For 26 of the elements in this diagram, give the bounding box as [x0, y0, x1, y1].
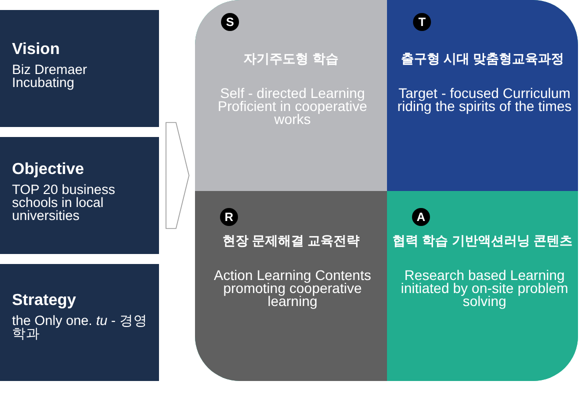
statement-box — [0, 264, 159, 381]
box-text: the Only one. tu - 경영학과 — [12, 314, 148, 340]
quadrant-text: Action Learning Contents promoting cooperative learning — [212, 269, 372, 308]
quadrant-heading: 협력 학습 기반액션러닝 콘텐츠 — [392, 233, 572, 249]
box-text: Biz Dremaer Incubating — [12, 63, 88, 89]
quadrant-heading: 자기주도형 학습 — [244, 51, 338, 67]
quadrant-card — [195, 0, 387, 191]
quadrant-panel — [195, 0, 578, 381]
box-text: TOP 20 business schools in local universities — [12, 183, 116, 222]
letter-badge: R — [220, 208, 238, 226]
box-heading: Objective — [12, 161, 84, 179]
statement-box — [0, 10, 159, 127]
quadrant-text: Research based Learning initiated by on-site problem solving — [400, 269, 570, 308]
statement-box — [0, 137, 159, 254]
quadrant-text: Self - directed Learning Proficient in cooperative works — [216, 87, 368, 126]
letter-badge: T — [413, 13, 431, 31]
box-heading: Vision — [12, 41, 60, 59]
quadrant-heading: 현장 문제해결 교육전략 — [222, 233, 360, 249]
letter-badge: A — [412, 208, 430, 226]
chevron-arrow — [166, 122, 190, 229]
quadrant-card — [195, 191, 387, 381]
quadrant-heading: 출구형 시대 맞춤형교육과정 — [400, 51, 564, 67]
quadrant-card — [387, 0, 578, 191]
letter-badge: S — [221, 13, 239, 31]
quadrant-text: Target - focused Curriculum riding the spirits of the times — [397, 87, 572, 113]
box-heading: Strategy — [12, 292, 76, 310]
